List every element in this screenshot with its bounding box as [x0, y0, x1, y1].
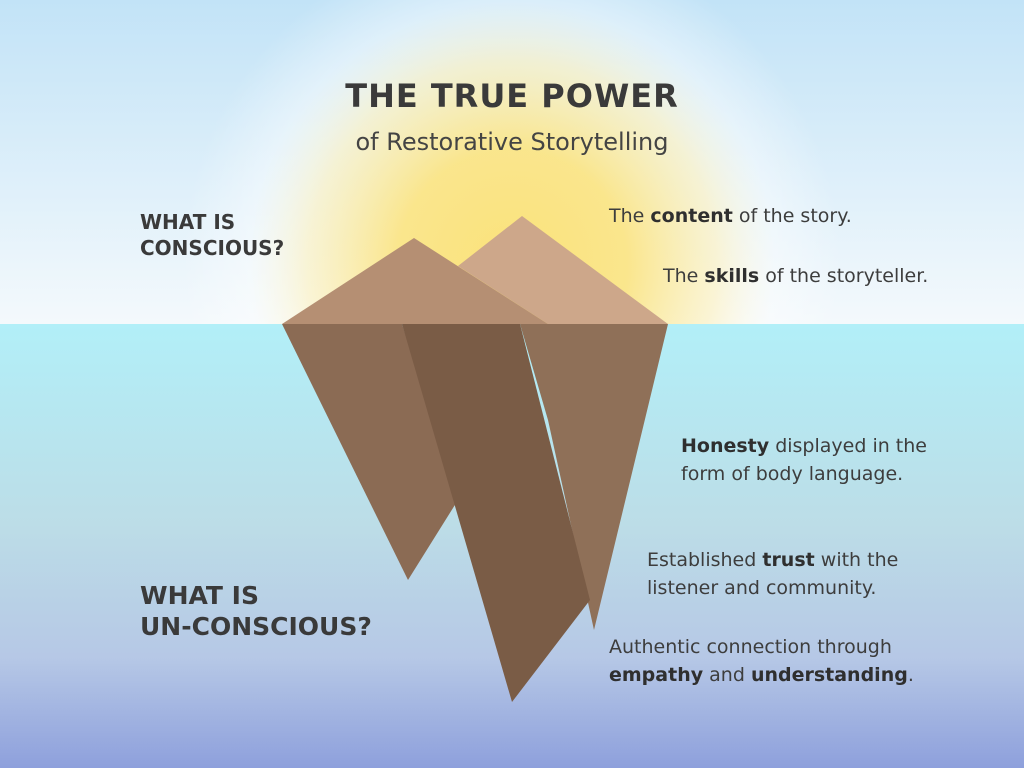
item-text: Established	[647, 549, 763, 571]
item-line: listener and community.	[647, 577, 877, 599]
conscious-item-skills: The skills of the storyteller.	[663, 262, 928, 290]
page-subtitle: of Restorative Storytelling	[355, 128, 669, 156]
item-bold: understanding	[750, 664, 908, 686]
item-line: form of body language.	[681, 463, 904, 485]
iceberg-underwater-middle	[402, 324, 590, 702]
unconscious-heading-line1: WHAT IS	[140, 581, 259, 610]
unconscious-heading: WHAT IS UN-CONSCIOUS?	[140, 580, 372, 642]
conscious-item-content: The content of the story.	[609, 202, 852, 230]
item-text: .	[907, 664, 914, 686]
item-text: displayed in the	[769, 435, 927, 457]
item-line: Established trust with the	[647, 546, 898, 574]
item-bold: content	[650, 205, 733, 227]
conscious-heading: WHAT IS CONSCIOUS?	[140, 209, 284, 261]
conscious-heading-line1: WHAT IS	[140, 210, 236, 234]
unconscious-item-trust: Established trust with the listener and …	[647, 546, 898, 602]
item-text: and	[703, 664, 751, 686]
iceberg-peak-left	[282, 238, 548, 324]
iceberg-underwater-left	[282, 324, 458, 580]
item-text: of the story.	[732, 205, 852, 227]
item-line: Honesty displayed in the	[681, 432, 927, 460]
unconscious-item-honesty: Honesty displayed in the form of body la…	[681, 432, 927, 488]
item-bold: Honesty	[681, 435, 770, 457]
unconscious-item-empathy: Authentic connection through empathy and…	[609, 633, 914, 689]
item-line: empathy and understanding.	[609, 661, 914, 689]
page-title: THE TRUE POWER	[345, 77, 679, 115]
item-text: The	[609, 205, 651, 227]
item-bold: trust	[762, 549, 815, 571]
item-text: with the	[814, 549, 899, 571]
iceberg-peak-right	[458, 216, 668, 324]
iceberg-underwater-right	[520, 324, 668, 630]
conscious-heading-line2: CONSCIOUS?	[140, 236, 285, 260]
item-bold: empathy	[609, 664, 704, 686]
item-bold: skills	[704, 265, 760, 287]
item-line: Authentic connection through	[609, 636, 892, 658]
item-text: of the storyteller.	[759, 265, 929, 287]
unconscious-heading-line2: UN-CONSCIOUS?	[140, 612, 372, 641]
item-text: The	[663, 265, 705, 287]
